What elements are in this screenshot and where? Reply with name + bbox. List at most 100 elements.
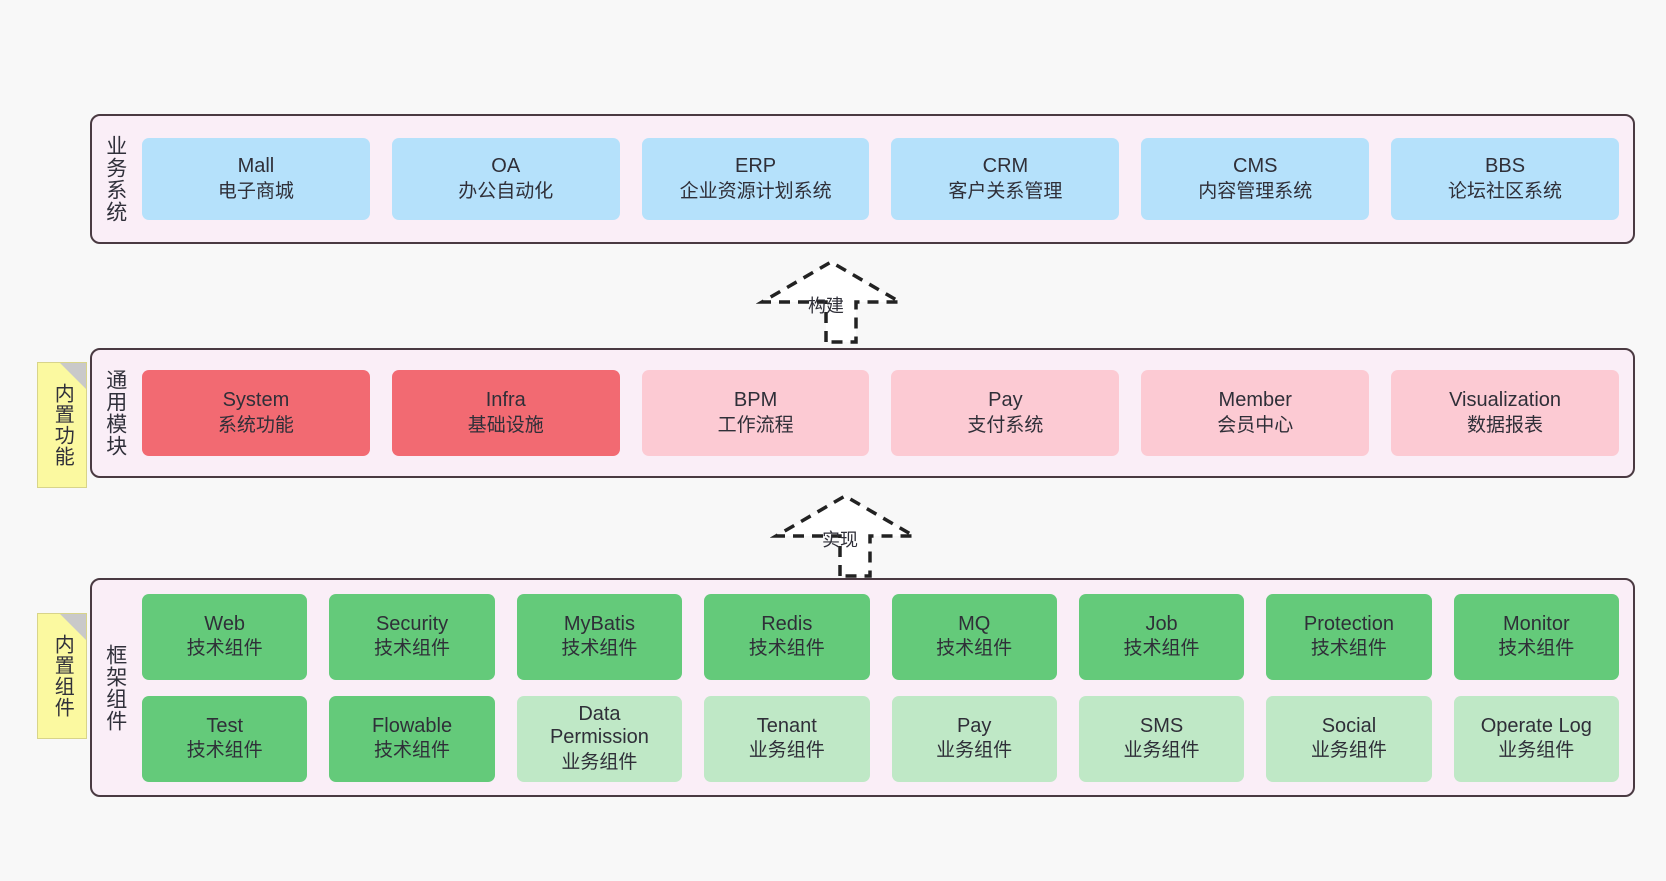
sticky-note-builtin-features: 内置功能: [37, 362, 87, 488]
node-title: Web: [204, 612, 246, 635]
node-web[interactable]: Web 技术组件: [142, 593, 308, 680]
node-title: System: [222, 389, 290, 411]
node-title: Job: [1145, 612, 1178, 635]
node-subtitle: 业务组件: [1310, 740, 1387, 762]
node-mall[interactable]: Mall 电子商城: [142, 138, 370, 220]
layer-body-common-modules: System 系统功能 Infra 基础设施 BPM 工作流程 Pay 支付系统…: [138, 350, 1633, 476]
node-redis[interactable]: Redis 技术组件: [704, 593, 870, 680]
node-subtitle: 电子商城: [217, 180, 294, 202]
node-subtitle: 基础设施: [467, 414, 544, 436]
node-title: Monitor: [1502, 612, 1570, 635]
node-subtitle: 内容管理系统: [1198, 180, 1313, 202]
node-bpm[interactable]: BPM 工作流程: [641, 370, 870, 456]
node-title: Visualization: [1449, 389, 1562, 411]
node-subtitle: 支付系统: [967, 414, 1044, 436]
row-business-systems: Mall 电子商城 OA 办公自动化 ERP 企业资源计划系统 CRM 客户关系…: [142, 138, 1619, 220]
node-title: BBS: [1485, 155, 1526, 177]
layer-body-framework-components: Web 技术组件 Security 技术组件 MyBatis 技术组件 Redi…: [138, 580, 1633, 795]
node-subtitle: 技术组件: [561, 638, 638, 660]
layer-title-business-systems: 业务系统: [103, 135, 127, 223]
row-common-modules: System 系统功能 Infra 基础设施 BPM 工作流程 Pay 支付系统…: [142, 370, 1619, 456]
node-member[interactable]: Member 会员中心: [1141, 370, 1370, 456]
node-bbs[interactable]: BBS 论坛社区系统: [1391, 138, 1619, 220]
node-visualization[interactable]: Visualization 数据报表: [1391, 370, 1619, 456]
connector-implement-label: 实现: [822, 530, 858, 550]
layer-title-common-modules: 通用模块: [103, 369, 127, 457]
node-subtitle: 企业资源计划系统: [679, 180, 832, 202]
build-arrow-icon: [756, 259, 906, 344]
node-title: Pay: [956, 714, 992, 737]
node-title: ERP: [735, 155, 777, 177]
node-title: Test: [206, 714, 244, 737]
node-sms[interactable]: SMS 业务组件: [1078, 695, 1245, 782]
node-subtitle: 客户关系管理: [948, 180, 1063, 202]
node-subtitle: 论坛社区系统: [1448, 180, 1563, 202]
node-subtitle: 技术组件: [1310, 638, 1387, 660]
node-subtitle: 技术组件: [374, 740, 451, 762]
node-infra[interactable]: Infra 基础设施: [391, 370, 620, 456]
node-monitor[interactable]: Monitor 技术组件: [1453, 593, 1619, 680]
page-fold-icon: [60, 614, 86, 640]
node-pay-module[interactable]: Pay 支付系统: [891, 370, 1120, 456]
node-data-permission[interactable]: Data Permission 业务组件: [516, 695, 683, 782]
node-title: Security: [375, 612, 449, 635]
node-subtitle: 技术组件: [186, 638, 263, 660]
node-subtitle: 业务组件: [561, 751, 638, 773]
node-title: Redis: [761, 612, 813, 635]
node-mybatis[interactable]: MyBatis 技术组件: [516, 593, 683, 680]
layer-title-framework-components: 框架组件: [103, 643, 127, 732]
sticky-note-builtin-components: 内置组件: [37, 613, 87, 739]
node-subtitle: 数据报表: [1467, 414, 1544, 436]
row-business-components: Test 技术组件 Flowable 技术组件 Data Permission …: [142, 695, 1619, 782]
connector-implement: 实现: [770, 492, 920, 578]
node-title: CMS: [1233, 155, 1278, 177]
node-title: Mall: [237, 155, 275, 177]
layer-business-systems: 业务系统 Mall 电子商城 OA 办公自动化 ERP 企业资源计划系统 CRM…: [90, 114, 1635, 244]
node-subtitle: 业务组件: [748, 740, 825, 762]
node-title: BPM: [733, 389, 778, 411]
node-subtitle: 业务组件: [936, 740, 1013, 762]
layer-body-business-systems: Mall 电子商城 OA 办公自动化 ERP 企业资源计划系统 CRM 客户关系…: [138, 116, 1633, 242]
connector-build: 构建: [756, 258, 906, 344]
node-subtitle: 技术组件: [1123, 638, 1200, 660]
implement-arrow-icon: [770, 493, 920, 578]
node-subtitle: 工作流程: [717, 414, 794, 436]
node-subtitle: 技术组件: [374, 638, 451, 660]
node-title: Protection: [1303, 612, 1394, 635]
node-title: CRM: [982, 155, 1029, 177]
row-technical-components: Web 技术组件 Security 技术组件 MyBatis 技术组件 Redi…: [142, 593, 1619, 680]
node-protection[interactable]: Protection 技术组件: [1266, 593, 1432, 680]
node-subtitle: 技术组件: [186, 740, 263, 762]
node-mq[interactable]: MQ 技术组件: [891, 593, 1057, 680]
node-system[interactable]: System 系统功能: [142, 370, 370, 456]
node-title: Infra: [485, 389, 526, 411]
node-operate-log[interactable]: Operate Log 业务组件: [1453, 695, 1619, 782]
node-pay-component[interactable]: Pay 业务组件: [891, 695, 1057, 782]
node-job[interactable]: Job 技术组件: [1078, 593, 1245, 680]
connector-build-label: 构建: [808, 296, 844, 316]
node-erp[interactable]: ERP 企业资源计划系统: [641, 138, 870, 220]
node-cms[interactable]: CMS 内容管理系统: [1141, 138, 1370, 220]
node-title: Tenant: [756, 714, 817, 737]
node-title: MyBatis: [563, 612, 635, 635]
node-title: SMS: [1139, 714, 1184, 737]
layer-common-modules: 通用模块 System 系统功能 Infra 基础设施 BPM 工作流程 Pay…: [90, 348, 1635, 478]
node-subtitle: 技术组件: [748, 638, 825, 660]
node-title: Member: [1218, 389, 1292, 411]
node-test[interactable]: Test 技术组件: [142, 695, 308, 782]
node-oa[interactable]: OA 办公自动化: [391, 138, 620, 220]
node-flowable[interactable]: Flowable 技术组件: [329, 695, 495, 782]
node-subtitle: 业务组件: [1498, 740, 1575, 762]
node-title: OA: [491, 155, 521, 177]
node-title: Data Permission: [549, 702, 649, 749]
node-title: Flowable: [372, 714, 453, 737]
node-security[interactable]: Security 技术组件: [329, 593, 495, 680]
node-title: MQ: [958, 612, 991, 635]
node-subtitle: 会员中心: [1217, 414, 1294, 436]
node-social[interactable]: Social 业务组件: [1266, 695, 1432, 782]
node-tenant[interactable]: Tenant 业务组件: [704, 695, 870, 782]
node-crm[interactable]: CRM 客户关系管理: [891, 138, 1120, 220]
node-subtitle: 办公自动化: [458, 180, 554, 202]
page-fold-icon: [60, 363, 86, 389]
